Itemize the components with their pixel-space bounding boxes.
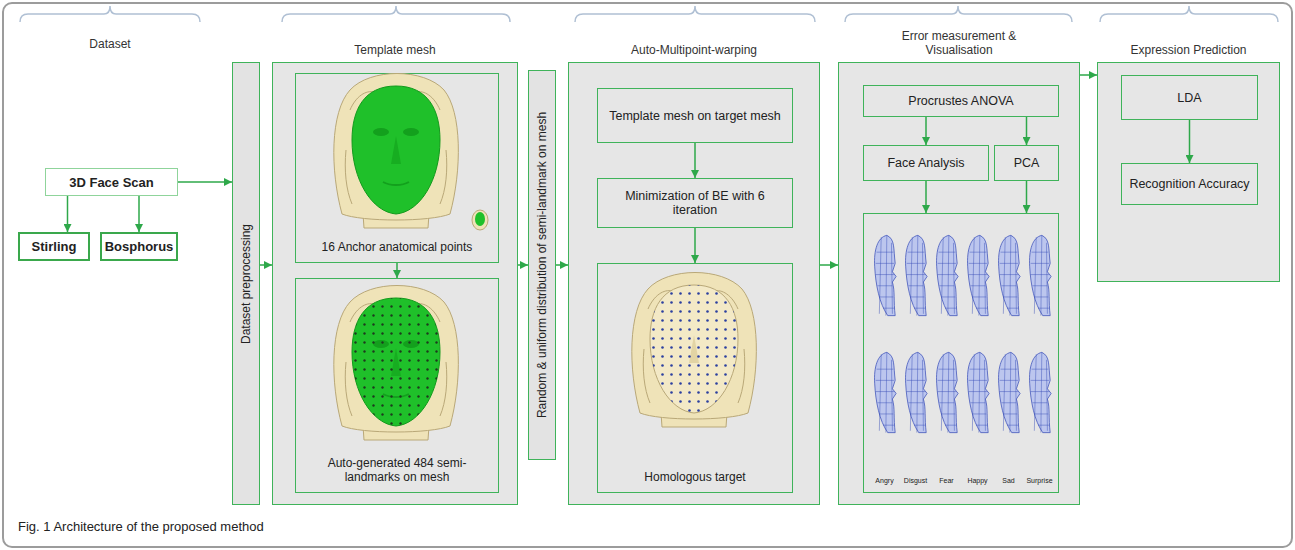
result-image-panel: AngryDisgustFearHappySadSurprise [863, 213, 1059, 493]
node-label: Recognition Accuracy [1129, 177, 1249, 191]
expression-label: Surprise [1024, 477, 1055, 484]
flow-arrow [556, 264, 568, 266]
stage-panel: Expression PredictionLDARecognition Accu… [1097, 62, 1280, 282]
stage-heading: Auto-Multipoint-warping [619, 43, 769, 57]
stage-panel: Template mesh16 Anchor anatomical points… [272, 62, 518, 505]
node-label: 16 Anchor anatomical points [322, 240, 473, 254]
stage-panel: Error measurement & VisualisationProcrus… [838, 62, 1080, 505]
process-bar: Dataset preprocessing [232, 62, 260, 505]
flow-arrow [1080, 74, 1097, 76]
node-label: Face Analysis [887, 156, 964, 170]
bar-label: Random & uniform distribution of semi-la… [535, 112, 549, 418]
stage-panel: Auto-Multipoint-warpingTemplate mesh on … [568, 62, 820, 505]
node-label: PCA [1014, 156, 1040, 170]
source-box: 3D Face Scan [45, 168, 178, 196]
expression-label: Fear [931, 477, 962, 484]
flow-arrow [260, 264, 272, 266]
image-panel: Homologous target [597, 263, 793, 493]
node-label: Procrustes ANOVA [908, 94, 1013, 108]
bar-label: Dataset preprocessing [239, 223, 253, 343]
flow-arrow [138, 196, 140, 232]
node-label: LDA [1177, 91, 1201, 105]
process-box: PCA [994, 145, 1059, 181]
dataset-box: Stirling [18, 232, 90, 261]
node-label: Minimization of BE with 6 iteration [604, 189, 786, 217]
process-box: Procrustes ANOVA [863, 85, 1059, 117]
column-braces [20, 6, 1278, 22]
process-box: Template mesh on target mesh [597, 88, 793, 143]
image-panel: Auto-generated 484 semi- landmarks on me… [295, 278, 499, 493]
image-panel: 16 Anchor anatomical points [295, 73, 499, 263]
stage-heading: Expression Prediction [1114, 43, 1264, 57]
process-box: Minimization of BE with 6 iteration [597, 178, 793, 228]
process-bar: Random & uniform distribution of semi-la… [528, 70, 556, 460]
process-box: LDA [1121, 75, 1258, 120]
expression-label: Disgust [900, 477, 931, 484]
stage-heading: Template mesh [320, 43, 470, 57]
process-box: Recognition Accuracy [1121, 163, 1258, 205]
figure-caption: Fig. 1 Architecture of the proposed meth… [18, 519, 264, 534]
node-label: Stirling [32, 239, 77, 254]
node-label: Template mesh on target mesh [609, 109, 781, 123]
node-label: Auto-generated 484 semi- landmarks on me… [318, 456, 476, 484]
column-heading: Dataset [20, 37, 200, 51]
node-label: 3D Face Scan [69, 175, 154, 190]
expression-label: Sad [993, 477, 1024, 484]
figure-frame [3, 3, 1292, 547]
expression-label: Angry [869, 477, 900, 484]
dataset-box: Bosphorus [100, 232, 178, 261]
process-box: Face Analysis [863, 145, 989, 181]
node-label: Homologous target [644, 470, 745, 484]
stage-heading: Error measurement & Visualisation [884, 29, 1034, 57]
flow-arrow [820, 264, 838, 266]
flow-arrow [518, 264, 528, 266]
expression-label: Happy [962, 477, 993, 484]
node-label: Bosphorus [105, 239, 174, 254]
flow-arrow [178, 181, 232, 183]
flow-arrow [67, 196, 69, 232]
label-row: AngryDisgustFearHappySadSurprise [869, 477, 1055, 484]
